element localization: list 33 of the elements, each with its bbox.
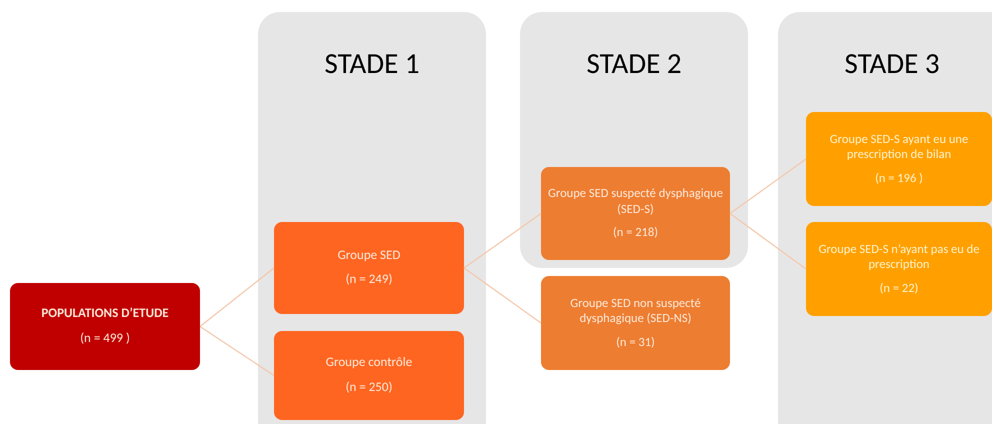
count-label: (n = 499 )	[80, 330, 130, 347]
count-label: (n = 31)	[616, 334, 655, 350]
group-box	[541, 276, 730, 370]
connector-line	[200, 268, 274, 327]
group-name: Groupe SED-S n’ayant pas eu de prescription	[818, 242, 980, 273]
connector-line	[464, 213, 542, 268]
group-name: Groupe SED-S ayant eu une prescription de bilan	[828, 132, 970, 163]
group-box	[10, 283, 200, 370]
count-label: (n = 250)	[346, 380, 392, 396]
stage-title: STADE 3	[843, 44, 941, 83]
count-label: (n = 22)	[880, 280, 918, 296]
connector-line	[730, 158, 806, 214]
group-box	[274, 222, 464, 314]
group-name: POPULATIONS D’ETUDE	[41, 306, 169, 322]
connector-line	[730, 213, 806, 270]
connector-line	[464, 268, 542, 324]
connector-line	[200, 326, 274, 376]
group-box	[274, 331, 464, 420]
group-box	[806, 112, 992, 206]
group-box	[541, 167, 730, 260]
count-label: (n = 218)	[612, 225, 658, 241]
count-label: (n = 249)	[346, 272, 392, 288]
group-name: Groupe SED suspecté dysphagique (SED-S)	[547, 186, 724, 218]
stage-panel	[258, 12, 486, 424]
group-name: Groupe contrôle	[326, 355, 412, 372]
group-name: Groupe SED	[338, 248, 400, 264]
count-label: (n = 196 )	[875, 170, 923, 186]
group-box	[806, 222, 992, 316]
stage-title: STADE 2	[585, 44, 683, 83]
stage-panel	[520, 12, 748, 268]
stage-title: STADE 1	[323, 44, 421, 83]
stage-panel	[778, 12, 992, 424]
group-name: Groupe SED non suspecté dysphagique (SED-NS)	[569, 296, 702, 327]
